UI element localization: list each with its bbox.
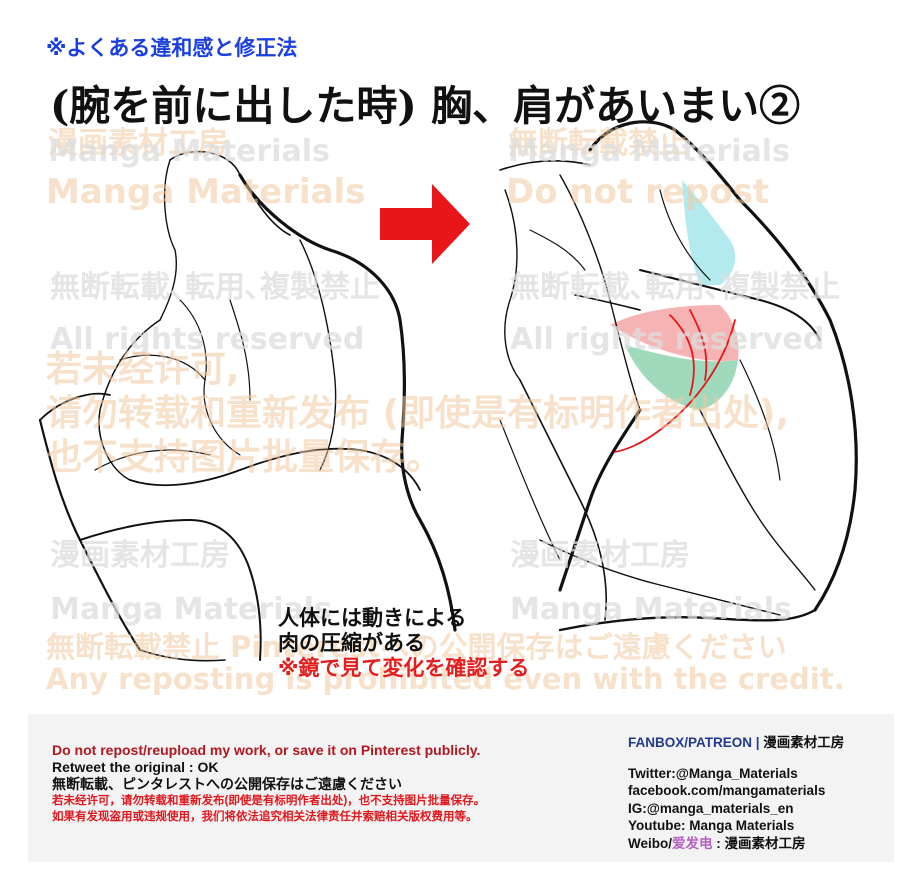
weibo-link[interactable]: Weibo/爱发电 : 漫画素材工房 xyxy=(628,835,844,853)
watermark-manga-materials: Manga Materials xyxy=(46,172,366,212)
weibo-suffix: : 漫画素材工房 xyxy=(712,835,806,851)
notice-jp: 無断転載、ピンタレストへの公開保存はご遠慮ください xyxy=(52,776,402,792)
weibo-prefix: Weibo/ xyxy=(628,835,673,851)
watermark-cn-line3: 也不支持图片批量保存。 xyxy=(46,437,443,478)
weibo-alias: 爱发电 xyxy=(672,835,713,851)
caption-line: 人体には動きによる xyxy=(278,606,467,630)
fanbox-link[interactable]: FANBOX/PATREON | 漫画素材工房 xyxy=(628,734,844,752)
illustration xyxy=(38,120,858,662)
watermark-studio-grey-right: 漫画素材工房 xyxy=(510,538,690,573)
watermark-jp-pinterest: 無断転載禁止 Pinterestへの公開保存はご遠慮ください xyxy=(46,630,787,664)
notice-en: Do not repost/reupload my work, or save … xyxy=(52,742,481,758)
instagram-link[interactable]: IG:@manga_materials_en xyxy=(628,800,794,816)
caption: 人体には動きによる 肉の圧縮がある ※鏡で見て変化を確認する xyxy=(278,606,529,681)
caption-highlight: ※鏡で見て変化を確認する xyxy=(278,656,530,680)
watermark-do-not-repost: Do not repost xyxy=(506,172,770,212)
fanbox-label: FANBOX/PATREON xyxy=(628,735,753,750)
notice-cn: 若未经许可，请勿转载和重新发布(即使是有标明作者出处)，也不支持图片批量保存。 xyxy=(52,795,486,807)
watermark-any-reposting: Any reposting is prohibited even with th… xyxy=(46,662,845,696)
watermark-cn-line1: 若未经许可, xyxy=(46,349,240,390)
right-sketch xyxy=(499,120,858,632)
left-sketch xyxy=(38,150,457,662)
retweet-note: Retweet the original : OK xyxy=(52,759,219,775)
watermark-all-rights: All rights reserved xyxy=(50,322,365,357)
footer-panel xyxy=(28,714,894,862)
social-links: FANBOX/PATREON | 漫画素材工房 Twitter:@Manga_M… xyxy=(628,734,844,852)
notice-cn: 如果有发现盗用或违规使用，我们将依法追究相关法律责任并索赔相关版权费用等。 xyxy=(52,811,478,823)
watermark-manga-materials-grey-right: Manga Materials xyxy=(508,134,790,169)
copyright-notice: Do not repost/reupload my work, or save … xyxy=(52,742,485,825)
watermark-manga-materials-grey-low-right: Manga Materials xyxy=(510,592,792,627)
watermark-cn-line2: 请勿转载和重新发布 (即使是有标明作者出处), xyxy=(46,393,790,434)
separator: | xyxy=(752,735,764,750)
watermark-studio-grey: 漫画素材工房 xyxy=(50,538,230,573)
watermark-no-reprint-full-right: 無断転載､転用､複製禁止 xyxy=(510,270,840,305)
watermark-manga-materials-grey: Manga Materials xyxy=(48,134,330,169)
tagline: ※よくある違和感と修正法 xyxy=(46,36,298,60)
twitter-link[interactable]: Twitter:@Manga_Materials xyxy=(628,765,798,781)
studio-name: 漫画素材工房 xyxy=(763,735,845,750)
watermark-no-reprint: 無断転載禁止 xyxy=(508,126,688,161)
watermark-all-rights-right: All rights reserved xyxy=(510,322,825,357)
arrow-right-icon xyxy=(380,184,470,264)
caption-line: 肉の圧縮がある xyxy=(278,631,425,655)
page-title: (腕を前に出した時) 胸、肩があいまい② xyxy=(50,82,801,130)
watermark-manga-materials-grey-low: Manga Materials xyxy=(50,592,332,627)
youtube-link[interactable]: Youtube: Manga Materials xyxy=(628,818,795,833)
watermark-no-reprint-full: 無断転載､転用､複製禁止 xyxy=(50,270,380,305)
facebook-link[interactable]: facebook.com/mangamaterials xyxy=(628,783,826,798)
watermark-studio: 漫画素材工房 xyxy=(48,126,228,161)
